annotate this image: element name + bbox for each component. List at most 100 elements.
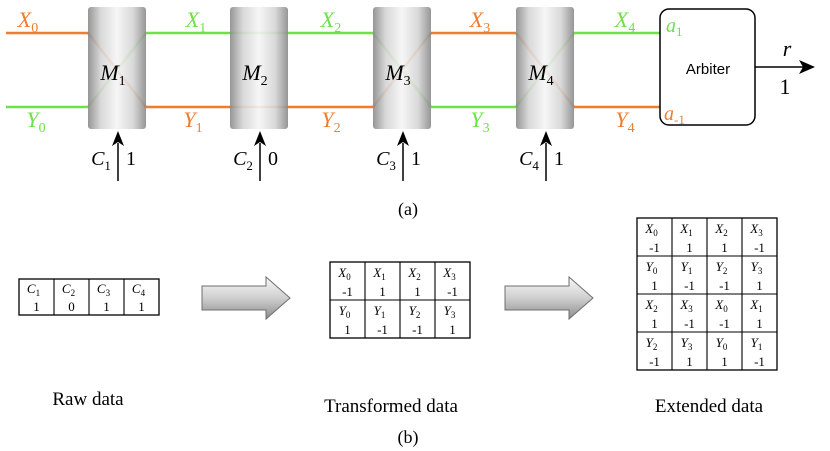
table-cell: 1	[686, 354, 693, 369]
switch-module-2	[230, 7, 288, 129]
switch-module-3	[373, 7, 431, 129]
module-label-4: M4	[527, 60, 553, 89]
bottom-signal-y1: Y1	[183, 107, 202, 136]
control-label-4: C4	[519, 148, 539, 173]
table-cell: X0	[337, 265, 351, 282]
control-value-1: 1	[126, 148, 136, 170]
extend-arrow	[504, 275, 594, 321]
table-cell: -1	[649, 354, 660, 369]
transformed-data-title: Transformed data	[324, 396, 458, 417]
arbiter: Arbiter a1 a-1 r 1	[659, 8, 815, 127]
arbiter-input-top: a1	[666, 15, 683, 39]
control-value-4: 1	[554, 148, 564, 170]
table-cell: Y1	[751, 335, 763, 352]
output-arrowhead	[799, 60, 815, 74]
table-cell: X3	[749, 221, 763, 238]
table-cell: Y3	[681, 335, 693, 352]
top-signal-x3: X3	[469, 7, 490, 36]
bottom-signal-y2: Y2	[321, 107, 340, 136]
table-cell: 1	[344, 322, 351, 337]
control-label-2: C2	[233, 148, 253, 173]
table-cell: -1	[342, 284, 353, 299]
table-cell: C3	[97, 281, 111, 298]
table-cell: 1	[756, 278, 763, 293]
table-cell: 1	[651, 316, 658, 331]
table-cell: 1	[651, 278, 658, 293]
bottom-signal-y3: Y3	[470, 107, 489, 136]
table-cell: 1	[103, 299, 110, 314]
table-cell: X3	[679, 297, 693, 314]
top-signal-x2: X2	[320, 7, 341, 36]
table-cell: Y2	[409, 303, 421, 320]
table-cell: 1	[379, 284, 386, 299]
table-cell: Y2	[716, 259, 728, 276]
table-cell: 1	[721, 354, 728, 369]
table-cell: 1	[449, 322, 456, 337]
top-signal-x1: X1	[185, 7, 206, 36]
module-label-1: M1	[99, 60, 125, 89]
table-cell: Y0	[339, 303, 351, 320]
table-cell: 1	[756, 316, 763, 331]
table-cell: Y3	[751, 259, 763, 276]
table-cell: -1	[412, 322, 423, 337]
table-cell: X3	[442, 265, 456, 282]
table-cell: -1	[754, 354, 765, 369]
table-cell: -1	[719, 316, 730, 331]
bottom-signal-y4: Y4	[615, 107, 634, 136]
table-cell: 1	[138, 299, 145, 314]
table-cell: 1	[686, 240, 693, 255]
module-label-3: M3	[384, 60, 410, 89]
arbiter-label: Arbiter	[686, 61, 730, 78]
control-label-1: C1	[91, 148, 111, 173]
transform-arrow	[201, 275, 291, 321]
control-inputs: C1 1 C2 0 C3 1 C4 1	[91, 131, 564, 181]
table-cell: C2	[62, 281, 75, 298]
table-cell: 1	[721, 240, 728, 255]
control-arrowhead-1	[112, 131, 124, 146]
table-cell: X2	[407, 265, 420, 282]
table-cell: X0	[644, 221, 658, 238]
table-cell: X1	[679, 221, 692, 238]
extended-data-title: Extended data	[655, 396, 764, 417]
control-arrowhead-3	[397, 131, 409, 146]
table-cell: Y0	[716, 335, 728, 352]
table-cell: -1	[684, 316, 695, 331]
table-cell: X1	[749, 297, 762, 314]
output-label: r	[783, 36, 792, 61]
table-cell: 1	[33, 299, 40, 314]
caption-a: (a)	[398, 199, 418, 220]
table-cell: -1	[719, 278, 730, 293]
table-cell: -1	[684, 278, 695, 293]
table-cell: -1	[754, 240, 765, 255]
top-signal-x0: X0	[17, 7, 38, 36]
raw-data-title: Raw data	[52, 389, 124, 410]
control-arrowhead-2	[254, 131, 266, 146]
switch-module-4	[516, 7, 574, 129]
table-cell: Y3	[444, 303, 456, 320]
table-cell: X2	[644, 297, 657, 314]
table-cell: -1	[447, 284, 458, 299]
table-cell: -1	[649, 240, 660, 255]
table-cell: Y2	[646, 335, 658, 352]
module-label-2: M2	[241, 60, 267, 89]
table-cell: X1	[372, 265, 385, 282]
control-label-3: C3	[376, 148, 396, 173]
table-cell: -1	[377, 322, 388, 337]
table-cell: Y1	[374, 303, 386, 320]
control-value-2: 0	[268, 148, 278, 170]
control-value-3: 1	[411, 148, 421, 170]
table-cell: Y1	[681, 259, 693, 276]
table-cell: 1	[414, 284, 421, 299]
control-arrowhead-4	[540, 131, 552, 146]
arbiter-input-bottom: a-1	[664, 103, 685, 127]
table-cell: C4	[132, 281, 146, 298]
table-cell: X2	[714, 221, 727, 238]
bottom-signal-y0: Y0	[26, 107, 45, 136]
